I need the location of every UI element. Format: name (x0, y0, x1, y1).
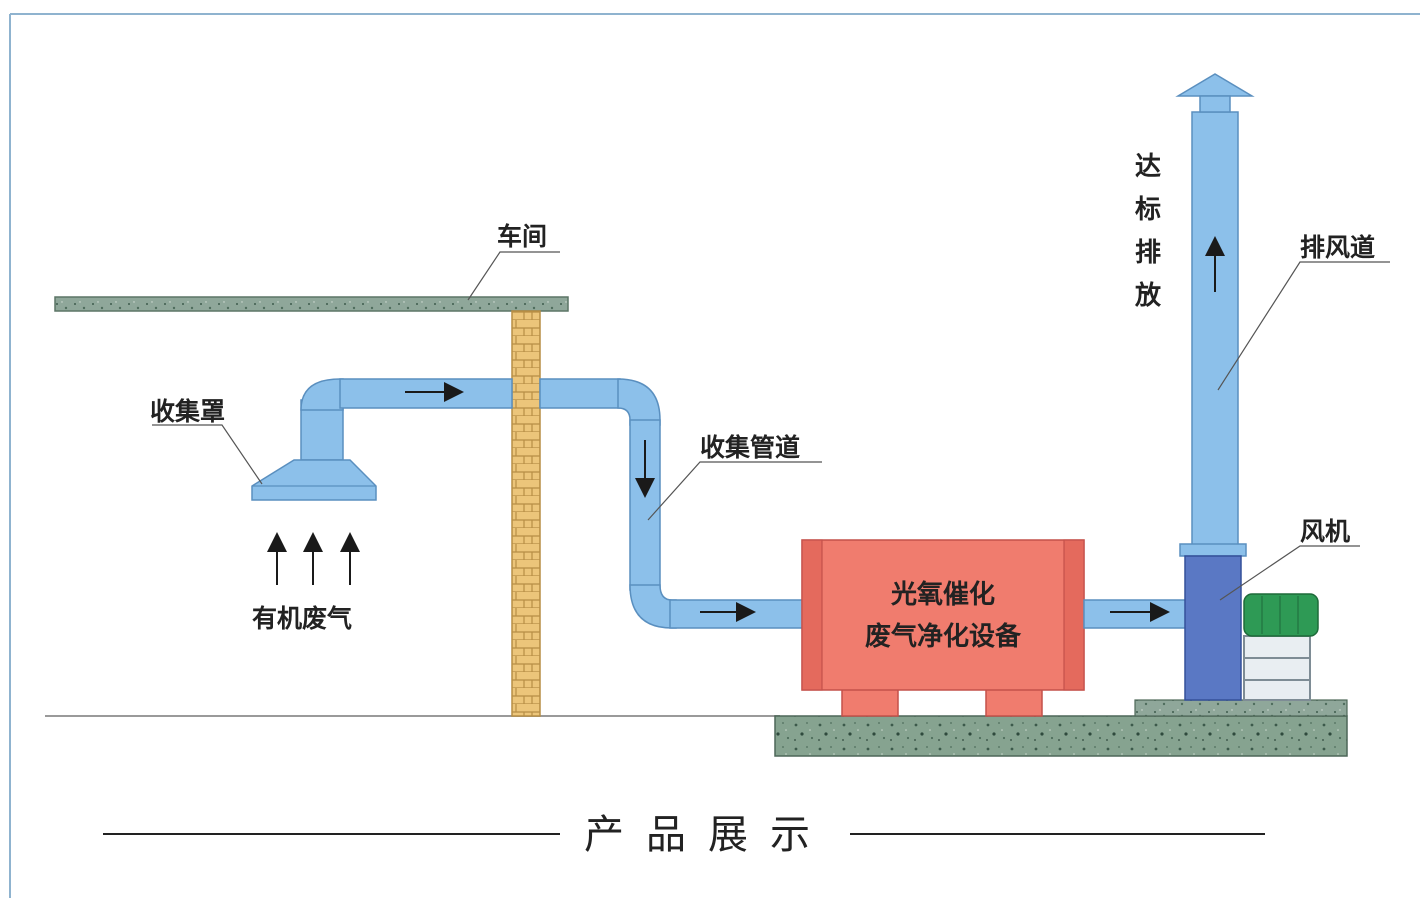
pipe-device-to-fan (1083, 599, 1188, 629)
fan-stand (1243, 635, 1311, 701)
device-leg-left (841, 687, 899, 717)
purification-device-body (801, 539, 1085, 691)
pipe-elbow-top-left (300, 378, 344, 411)
exhaust-duct (1191, 111, 1239, 551)
fan-housing (1184, 555, 1242, 701)
brick-pillar (511, 310, 541, 717)
leader-pipe (647, 461, 822, 521)
workshop-ceiling-slab (54, 296, 569, 312)
device-end-right (1063, 539, 1085, 691)
label-device-line2: 废气净化设备 (865, 621, 1022, 652)
pipe-elbow-top-right (617, 378, 661, 426)
label-exhaust-duct: 排风道 (1300, 233, 1375, 262)
label-discharge-2: 标 (1135, 195, 1161, 225)
label-organic-gas: 有机废气 (252, 604, 352, 633)
label-discharge-4: 放 (1134, 280, 1162, 311)
device-leg-right (985, 687, 1043, 717)
pipe-top-run-left (339, 378, 513, 409)
stack-rain-cap (1175, 73, 1255, 97)
leader-hood (152, 424, 263, 485)
device-end-left (801, 539, 823, 691)
concrete-base (774, 715, 1348, 757)
collection-hood (251, 459, 377, 501)
label-discharge-1: 达 (1135, 152, 1161, 182)
stack-cap-neck (1199, 95, 1231, 113)
leader-exhaust (1217, 261, 1390, 391)
label-discharge-3: 排 (1135, 238, 1161, 268)
label-hood: 收集罩 (150, 397, 225, 426)
stack-band (1179, 543, 1247, 557)
pipe-top-run-right (539, 378, 621, 409)
fan-platform (1134, 699, 1348, 717)
fan-motor (1243, 593, 1319, 637)
footer-title: 产品展示 (584, 812, 832, 858)
pipe-elbow-bottom (629, 584, 677, 629)
label-device-line1: 光氧催化 (890, 580, 995, 610)
label-workshop: 车间 (497, 222, 547, 251)
leader-fan (1219, 545, 1360, 601)
label-fan: 风机 (1300, 517, 1350, 546)
label-pipe: 收集管道 (700, 433, 800, 462)
pipe-to-device (669, 599, 823, 629)
leader-workshop (467, 251, 560, 301)
